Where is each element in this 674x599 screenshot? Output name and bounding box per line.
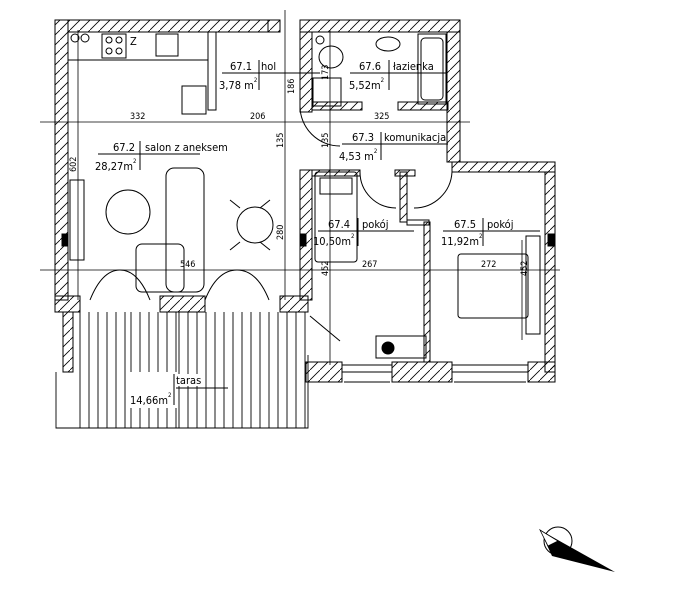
dimension-602: 602 <box>69 157 79 172</box>
dimension-332: 332 <box>130 112 145 122</box>
room-area-line: 3,78 m2 <box>219 77 257 92</box>
area-unit-superscript: 2 <box>133 158 136 165</box>
room-number: 67.5 <box>454 218 476 231</box>
area-unit-superscript: 2 <box>168 392 171 399</box>
dimension-173: 173 <box>321 65 331 80</box>
room-number: 67.2 <box>113 141 135 154</box>
room-67-2: 67.2 salon z aneksem 28,27m2 <box>95 141 228 173</box>
room-area-line: 28,27m2 <box>95 158 136 173</box>
room-name: pokój <box>362 218 388 231</box>
dimension-280: 280 <box>276 225 286 240</box>
room-67-4: 67.4 pokój 10,50m2 <box>313 218 414 248</box>
room-name: hol <box>261 60 276 73</box>
room-67-5: 67.5 pokój 11,92m2 <box>441 218 540 248</box>
room-name: łazienka <box>393 60 434 73</box>
room-name: salon z aneksem <box>145 141 228 154</box>
dimension-546: 546 <box>180 260 195 270</box>
area-unit-superscript: 2 <box>374 148 377 155</box>
terrace-decking <box>55 312 309 429</box>
area-unit-superscript: 2 <box>381 77 384 84</box>
living-room-furniture <box>69 167 274 301</box>
terrace-area: 14,66m <box>130 394 168 407</box>
room-area: 4,53 m <box>339 150 374 163</box>
kitchen-furniture <box>67 31 217 115</box>
room-number: 67.4 <box>328 218 350 231</box>
room-number: 67.6 <box>359 60 381 73</box>
room-67-6: 67.6 łazienka 5,52m2 <box>349 60 446 92</box>
dimension-lines <box>40 10 560 365</box>
room-labels: 67.1 hol 3,78 m2 67.2 salon z aneksem 28… <box>95 60 540 407</box>
room-area-line: 4,53 m2 <box>339 148 377 163</box>
dimension-267: 267 <box>362 260 377 270</box>
dimension-labels: 332 206 325 546 267 272 186 173 135 135 … <box>69 65 530 276</box>
kitchen-mark: Z <box>130 35 137 48</box>
dimension-186: 186 <box>287 79 297 94</box>
terrace-name: taras <box>176 374 201 387</box>
room-area-line: 10,50m2 <box>313 233 354 248</box>
room-area: 3,78 m <box>219 79 254 92</box>
area-unit-superscript: 2 <box>351 233 354 240</box>
dimension-135-a: 135 <box>276 133 286 148</box>
terrace-outline <box>55 355 309 429</box>
dimension-452-b: 452 <box>520 261 530 276</box>
bedroom-furniture <box>299 105 541 359</box>
bathroom-fixtures <box>312 33 447 107</box>
terrace-area-line: 14,66m2 <box>130 392 171 407</box>
room-area: 5,52m <box>349 79 381 92</box>
dimension-452-a: 452 <box>321 261 331 276</box>
room-area: 10,50m <box>313 235 351 248</box>
room-area-line: 5,52m2 <box>349 77 384 92</box>
room-number: 67.3 <box>352 131 374 144</box>
area-unit-superscript: 2 <box>254 77 257 84</box>
room-area-line: 11,92m2 <box>441 233 482 248</box>
room-area: 28,27m <box>95 160 133 173</box>
room-67-1: 67.1 hol 3,78 m2 <box>219 60 320 92</box>
area-unit-superscript: 2 <box>479 233 482 240</box>
north-arrow-icon <box>539 526 615 572</box>
dimension-272: 272 <box>481 260 496 270</box>
room-number: 67.1 <box>230 60 252 73</box>
room-area: 11,92m <box>441 235 479 248</box>
dimension-135-b: 135 <box>321 133 331 148</box>
dimension-325: 325 <box>374 112 389 122</box>
room-67-3: 67.3 komunikacja 4,53 m2 <box>339 131 448 163</box>
room-name: komunikacja <box>384 131 446 144</box>
room-name: pokój <box>487 218 513 231</box>
walls <box>54 19 556 383</box>
dimension-206: 206 <box>250 112 265 122</box>
terrace-label: taras 14,66m2 <box>128 374 228 407</box>
